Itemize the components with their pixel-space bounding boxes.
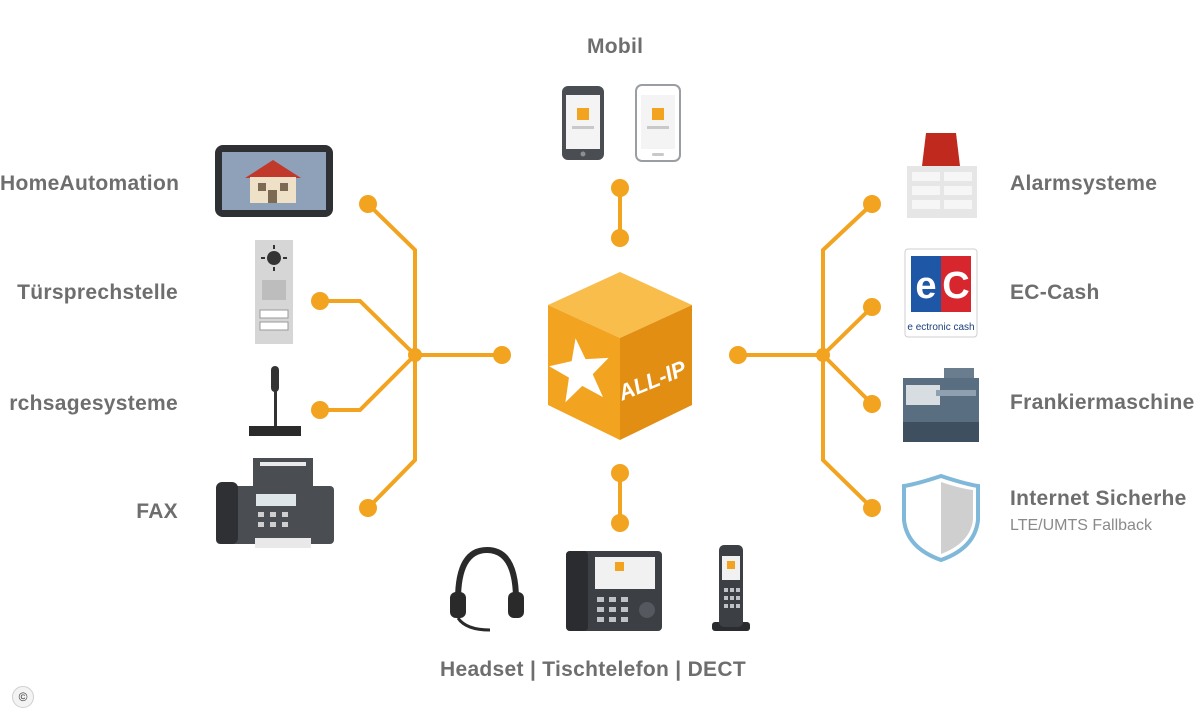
dot-right-1: [863, 195, 881, 213]
label-mobil: Mobil: [587, 35, 644, 58]
dot-bottom-outer: [611, 514, 629, 532]
microphone-icon: [249, 366, 301, 436]
sublabel-lte-umts: LTE/UMTS Fallback: [1010, 517, 1152, 534]
connector-right-4: [821, 353, 874, 510]
dot-top-outer: [611, 179, 629, 197]
svg-text:e: e: [915, 265, 936, 307]
connector-left-1: [366, 202, 417, 357]
label-home-automation: HomeAutomation: [0, 172, 180, 195]
svg-text:C: C: [942, 265, 969, 307]
shield-icon: [902, 473, 980, 563]
connector-dots: [311, 179, 881, 532]
dot-left-1: [359, 195, 377, 213]
franking-machine-icon: [903, 368, 979, 442]
star-cube-icon: ALL-IP: [548, 272, 692, 440]
dot-top-inner: [611, 229, 629, 247]
dot-left-hub: [493, 346, 511, 364]
smartphone-white-icon: [635, 84, 681, 162]
dot-right-3: [863, 395, 881, 413]
door-intercom-icon: [255, 240, 293, 344]
ec-cash-logo-text: e ectronic cash: [907, 322, 974, 333]
ec-cash-icon: e C e ectronic cash: [904, 248, 978, 338]
dot-left-2: [311, 292, 329, 310]
home-tablet-icon: [215, 145, 333, 217]
connector-right-3: [821, 353, 874, 406]
label-alarmsysteme: Alarmsysteme: [1010, 172, 1158, 195]
connector-right-2: [821, 305, 874, 357]
headset-icon: [450, 546, 524, 632]
label-frankiermaschine: Frankiermaschine: [1010, 391, 1195, 414]
dot-left-junction: [408, 348, 422, 362]
dot-right-hub: [729, 346, 747, 364]
dot-left-3: [311, 401, 329, 419]
connector-left-4: [366, 353, 417, 510]
smartphone-icon: [562, 86, 604, 160]
dot-bottom-inner: [611, 464, 629, 482]
connector-right-1: [821, 202, 874, 357]
desk-phone-icon: [566, 551, 662, 631]
label-fax: FAX: [136, 500, 178, 523]
label-internet-sicherheit: Internet Sicherhe: [1010, 487, 1187, 510]
dot-right-2: [863, 298, 881, 316]
dot-left-4: [359, 499, 377, 517]
label-ec-cash: EC-Cash: [1010, 281, 1100, 304]
label-tuersprechstelle: Türsprechstelle: [17, 281, 178, 304]
connector-left-3: [318, 353, 417, 412]
dot-right-junction: [816, 348, 830, 362]
dect-phone-icon: [712, 545, 750, 631]
connector-lines: [318, 186, 874, 525]
copyright-badge: ©: [12, 686, 34, 708]
label-durchsagesysteme: rchsagesysteme: [9, 392, 178, 415]
connector-left-2: [318, 299, 417, 357]
dot-right-4: [863, 499, 881, 517]
label-bottom-devices: Headset | Tischtelefon | DECT: [440, 658, 746, 681]
fax-machine-icon: [216, 458, 334, 548]
alarm-siren-icon: [907, 133, 977, 218]
